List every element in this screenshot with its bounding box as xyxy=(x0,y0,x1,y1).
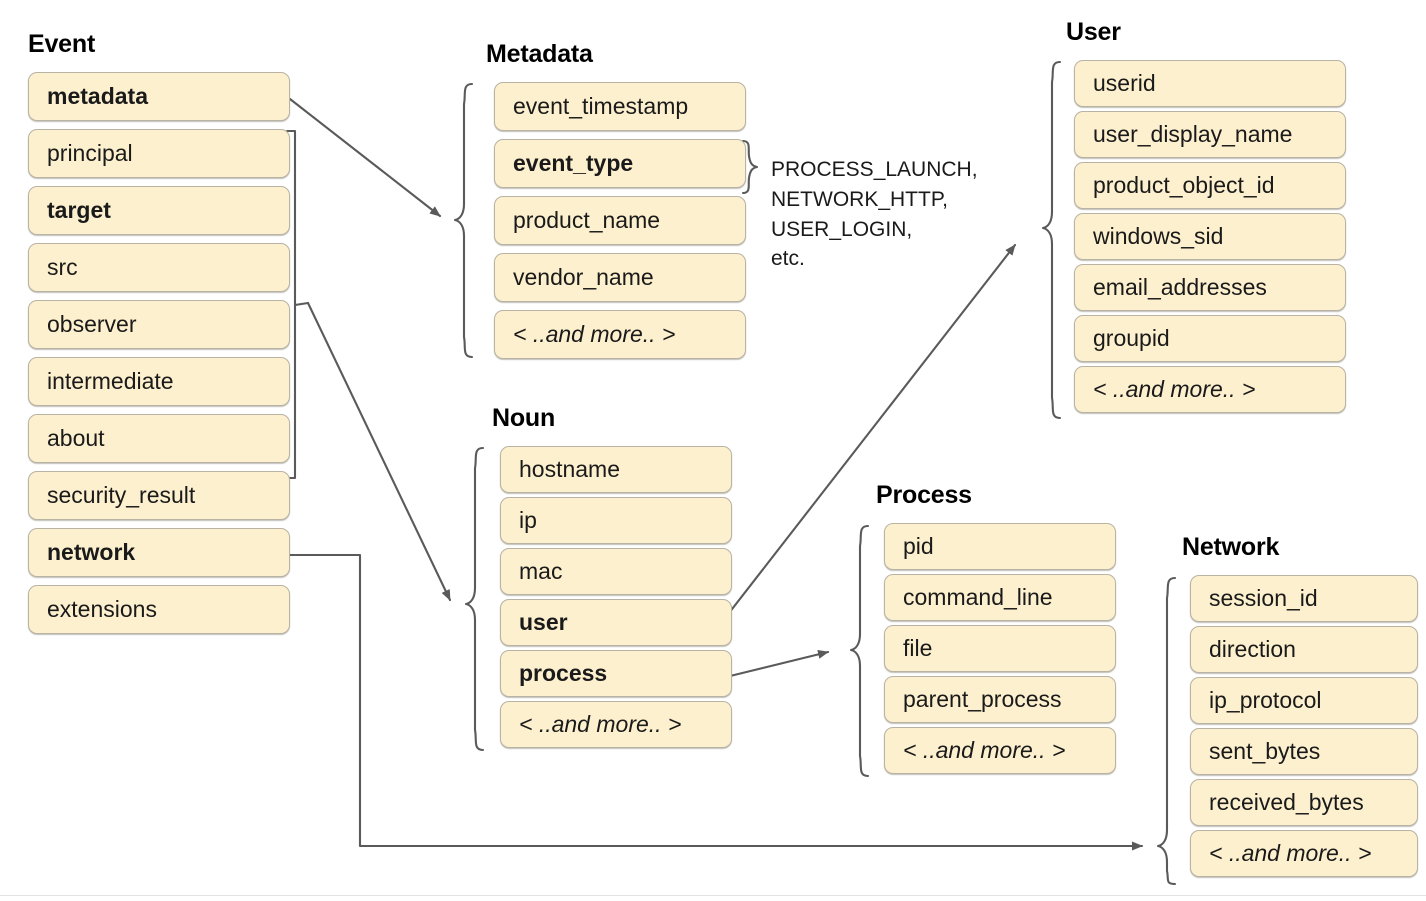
field-network-sent_bytes[interactable]: sent_bytes xyxy=(1190,728,1418,775)
field-process-file[interactable]: file xyxy=(884,625,1116,672)
field-event-security_result[interactable]: security_result xyxy=(28,471,290,520)
field-noun-hostname[interactable]: hostname xyxy=(500,446,732,493)
field-noun-process[interactable]: process xyxy=(500,650,732,697)
arrow-process-to-process xyxy=(720,650,830,680)
group-title-metadata: Metadata xyxy=(486,40,593,68)
field-event-src[interactable]: src xyxy=(28,243,290,292)
field-event-target[interactable]: target xyxy=(28,186,290,235)
field-network-and-more[interactable]: < ..and more.. > xyxy=(1190,830,1418,877)
field-network-direction[interactable]: direction xyxy=(1190,626,1418,673)
field-metadata-event_type[interactable]: event_type xyxy=(494,139,746,188)
field-noun-ip[interactable]: ip xyxy=(500,497,732,544)
field-event-metadata[interactable]: metadata xyxy=(28,72,290,121)
field-process-pid[interactable]: pid xyxy=(884,523,1116,570)
user-brace xyxy=(1041,60,1062,420)
event-nouns-bracket xyxy=(285,129,310,480)
field-noun-user[interactable]: user xyxy=(500,599,732,646)
noun-brace xyxy=(464,446,485,752)
field-event-principal[interactable]: principal xyxy=(28,129,290,178)
process-brace xyxy=(849,524,870,778)
field-metadata-event_timestamp[interactable]: event_timestamp xyxy=(494,82,746,131)
group-event: Event metadata principal target src observer… xyxy=(28,30,290,634)
field-event-intermediate[interactable]: intermediate xyxy=(28,357,290,406)
field-event-network[interactable]: network xyxy=(28,528,290,577)
field-user-user_display_name[interactable]: user_display_name xyxy=(1074,111,1346,158)
arrow-event-to-noun xyxy=(306,301,452,602)
field-user-windows_sid[interactable]: windows_sid xyxy=(1074,213,1346,260)
field-metadata-product_name[interactable]: product_name xyxy=(494,196,746,245)
field-event-observer[interactable]: observer xyxy=(28,300,290,349)
field-process-command_line[interactable]: command_line xyxy=(884,574,1116,621)
field-metadata-and-more[interactable]: < ..and more.. > xyxy=(494,310,746,359)
arrow-metadata-to-metadata xyxy=(288,97,442,218)
field-metadata-vendor_name[interactable]: vendor_name xyxy=(494,253,746,302)
field-network-received_bytes[interactable]: received_bytes xyxy=(1190,779,1418,826)
network-brace xyxy=(1156,576,1177,886)
field-user-and-more[interactable]: < ..and more.. > xyxy=(1074,366,1346,413)
group-title-process: Process xyxy=(876,481,972,509)
field-event-extensions[interactable]: extensions xyxy=(28,585,290,634)
metadata-brace xyxy=(453,82,474,359)
event-type-values-annotation: PROCESS_LAUNCH, NETWORK_HTTP, USER_LOGIN… xyxy=(771,158,978,271)
field-network-ip_protocol[interactable]: ip_protocol xyxy=(1190,677,1418,724)
field-event-about[interactable]: about xyxy=(28,414,290,463)
group-title-user: User xyxy=(1066,18,1121,46)
field-process-and-more[interactable]: < ..and more.. > xyxy=(884,727,1116,774)
group-title-noun: Noun xyxy=(492,404,556,432)
field-user-product_object_id[interactable]: product_object_id xyxy=(1074,162,1346,209)
group-title-event: Event xyxy=(28,30,96,58)
field-noun-mac[interactable]: mac xyxy=(500,548,732,595)
group-title-network: Network xyxy=(1182,533,1280,561)
field-network-session_id[interactable]: session_id xyxy=(1190,575,1418,622)
field-user-userid[interactable]: userid xyxy=(1074,60,1346,107)
field-user-email_addresses[interactable]: email_addresses xyxy=(1074,264,1346,311)
field-process-parent_process[interactable]: parent_process xyxy=(884,676,1116,723)
field-user-groupid[interactable]: groupid xyxy=(1074,315,1346,362)
field-noun-and-more[interactable]: < ..and more.. > xyxy=(500,701,732,748)
footer-divider xyxy=(0,895,1426,896)
